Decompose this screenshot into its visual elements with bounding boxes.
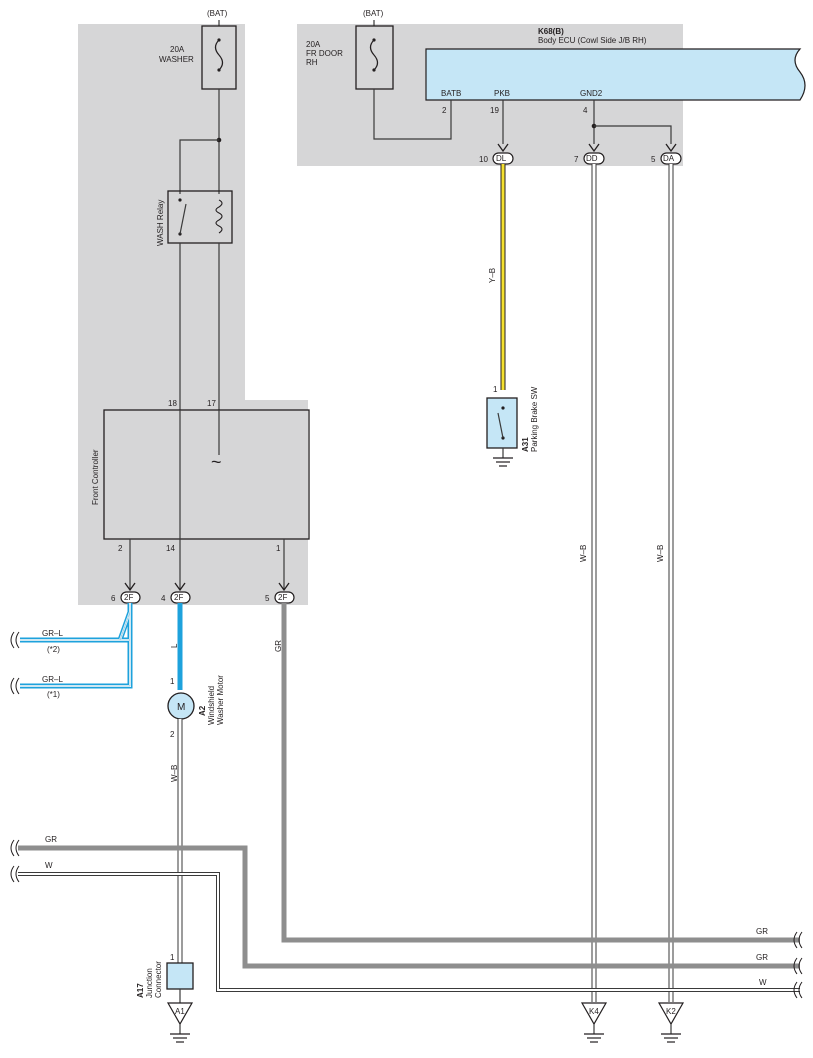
junction-code: A17 — [136, 983, 145, 998]
fc-pin-17: 17 — [207, 399, 216, 408]
svg-text:DA: DA — [663, 154, 675, 163]
wire-w-left — [18, 872, 800, 992]
svg-text:2F: 2F — [278, 593, 287, 602]
ground-k2: K2 — [657, 1002, 685, 1043]
body-ecu-pin-gnd2: GND2 — [580, 89, 603, 98]
body-ecu-pin-batb: BATB — [441, 89, 461, 98]
break-mark-gr-left — [10, 839, 20, 857]
connector-dd: DD 7 — [574, 143, 605, 165]
fuse-fr-door-rating: 20A — [306, 40, 321, 49]
body-ecu-name: Body ECU (Cowl Side J/B RH) — [538, 36, 647, 45]
svg-text:5: 5 — [651, 155, 656, 164]
wash-relay-label: WASH Relay — [156, 200, 165, 246]
junction-pin-1: 1 — [170, 953, 175, 962]
wire-label-w-b-dd: W–B — [579, 545, 588, 562]
svg-text:7: 7 — [574, 155, 579, 164]
ground-k4: K4 — [580, 1002, 608, 1043]
break-mark-grl-2 — [10, 677, 20, 695]
fc-pin-18: 18 — [168, 399, 177, 408]
wash-relay — [167, 190, 233, 244]
wire-label-w-left: W — [45, 861, 53, 870]
wire-label-y-b: Y–B — [488, 268, 497, 283]
break-mark-grl-1 — [10, 631, 20, 649]
connector-dl: DL 10 — [479, 143, 514, 165]
fuse-washer-rating: 20A — [170, 45, 185, 54]
bat-label-right: (BAT) — [363, 9, 384, 18]
svg-text:6: 6 — [111, 594, 116, 603]
parking-brake-name: Parking Brake SW — [530, 386, 539, 452]
motor-pin-1: 1 — [170, 677, 175, 686]
continuation-1: (*1) — [47, 690, 60, 699]
junction-name-2: Connector — [154, 961, 163, 998]
wire-label-w-b-da: W–B — [656, 545, 665, 562]
parking-brake-pin: 1 — [493, 385, 498, 394]
relay-coil — [215, 199, 223, 234]
svg-text:10: 10 — [479, 155, 488, 164]
svg-text:A1: A1 — [175, 1007, 185, 1016]
body-ecu-box — [425, 48, 806, 101]
junction-connector — [166, 962, 194, 990]
fc-pin-1: 1 — [276, 544, 281, 553]
svg-text:4: 4 — [161, 594, 166, 603]
fuse-fr-door-element — [369, 39, 379, 71]
junction-name-1: Junction — [145, 968, 154, 998]
front-controller — [103, 409, 310, 540]
body-ecu-code: K68(B) — [538, 27, 564, 36]
svg-text:2F: 2F — [174, 593, 183, 602]
fuse-fr-door-name-2: RH — [306, 58, 318, 67]
wire-label-gr-l-1: GR–L — [42, 629, 63, 638]
ecu-pin-2: 2 — [442, 106, 447, 115]
fc-pin-2: 2 — [118, 544, 123, 553]
wire-gr-left — [18, 845, 800, 969]
wire-label-gr-2f: GR — [274, 640, 283, 652]
front-controller-panel — [78, 400, 308, 605]
wire-gr-l — [20, 603, 133, 689]
ecu-pin-19: 19 — [490, 106, 499, 115]
fuse-fr-door-name-1: FR DOOR — [306, 49, 343, 58]
wire-label-w-b-motor: W–B — [170, 765, 179, 782]
wire-label-gr-right-1: GR — [756, 927, 768, 936]
break-mark-w-right — [793, 981, 803, 999]
ground-a1: A1 — [166, 1002, 194, 1043]
washer-motor-code: A2 — [198, 705, 207, 716]
svg-text:2F: 2F — [124, 593, 133, 602]
left-panel — [78, 24, 245, 410]
fuse-washer-name: WASHER — [159, 55, 194, 64]
connector-2f-5: 2F 5 — [265, 582, 295, 604]
washer-motor-name-1: Windshield — [207, 686, 216, 725]
fc-tilde: ~ — [211, 452, 222, 472]
svg-text:DD: DD — [586, 154, 598, 163]
wire-gr-2f — [281, 603, 800, 943]
svg-text:5: 5 — [265, 594, 270, 603]
body-ecu-pin-pkb: PKB — [494, 89, 510, 98]
motor-pin-2: 2 — [170, 730, 175, 739]
wire-batb — [373, 89, 452, 140]
break-mark-gr-right-2 — [793, 957, 803, 975]
fuse-washer-element — [214, 39, 224, 71]
svg-text:K4: K4 — [589, 1007, 599, 1016]
svg-text:DL: DL — [496, 154, 507, 163]
continuation-2: (*2) — [47, 645, 60, 654]
parking-brake-code: A31 — [521, 437, 530, 452]
wire-label-gr-l-2: GR–L — [42, 675, 63, 684]
wire-label-gr-right-2: GR — [756, 953, 768, 962]
break-mark-gr-right-1 — [793, 931, 803, 949]
motor-symbol: M — [177, 702, 185, 713]
bat-label-left: (BAT) — [207, 9, 228, 18]
svg-text:K2: K2 — [666, 1007, 676, 1016]
washer-motor-name-2: Washer Motor — [216, 675, 225, 725]
break-mark-w-left — [10, 865, 20, 883]
wire-label-w-right: W — [759, 978, 767, 987]
front-controller-label: Front Controller — [91, 449, 100, 505]
parking-brake-switch — [486, 397, 518, 449]
wire-label-gr-left: GR — [45, 835, 57, 844]
fc-pin-14: 14 — [166, 544, 175, 553]
wire-label-l: L — [170, 643, 179, 648]
ecu-pin-4: 4 — [583, 106, 588, 115]
